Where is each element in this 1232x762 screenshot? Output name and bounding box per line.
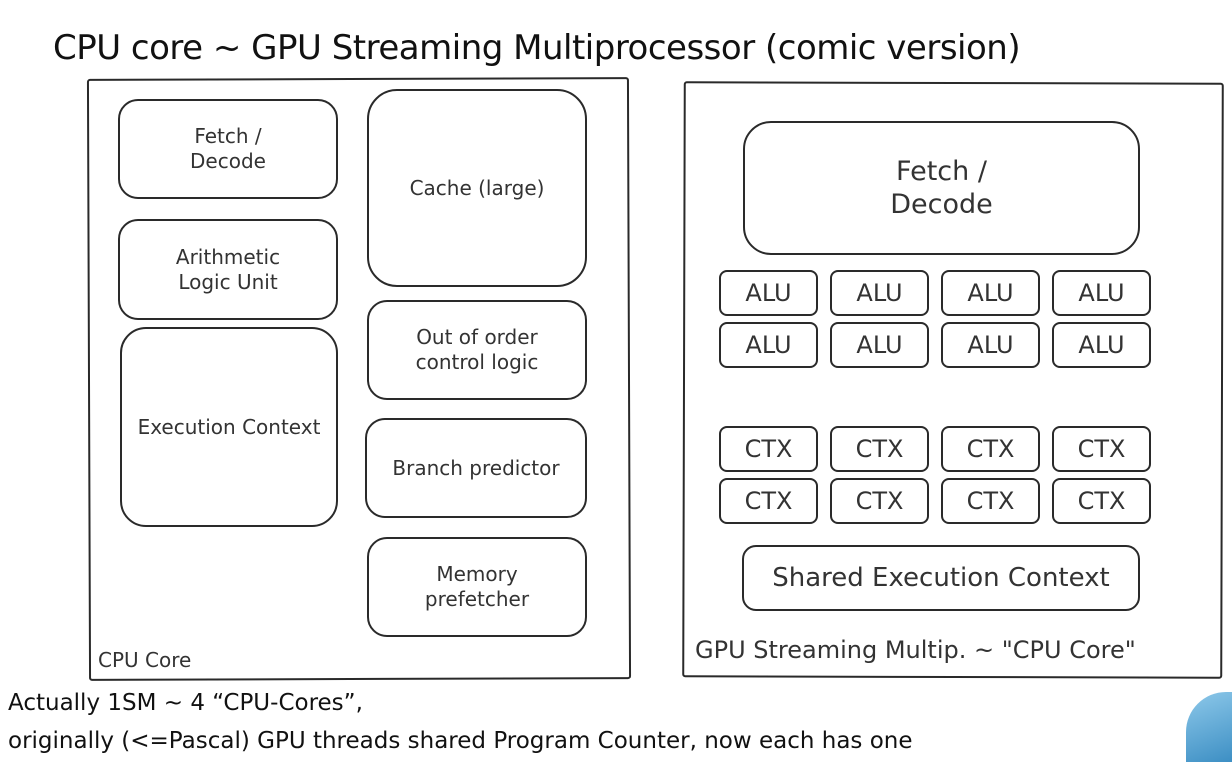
- presenter-avatar: [1186, 692, 1232, 762]
- ctx-chip-6: CTX: [830, 478, 929, 524]
- cpu-cache-box: Cache (large): [367, 89, 587, 287]
- gpu-shared-execution-context-box: Shared Execution Context: [742, 545, 1140, 611]
- alu-chip-3: ALU: [941, 270, 1040, 316]
- slide-title: CPU core ~ GPU Streaming Multiprocessor …: [53, 28, 1021, 68]
- alu-chip-5: ALU: [719, 322, 818, 368]
- gpu-sm-label: GPU Streaming Multip. ~ "CPU Core": [695, 636, 1136, 664]
- cpu-branch-predictor-box: Branch predictor: [365, 418, 587, 518]
- ctx-chip-4: CTX: [1052, 426, 1151, 472]
- note-line-1: Actually 1SM ~ 4 “CPU-Cores”,: [8, 690, 363, 716]
- ctx-chip-1: CTX: [719, 426, 818, 472]
- ctx-chip-8: CTX: [1052, 478, 1151, 524]
- ctx-chip-5: CTX: [719, 478, 818, 524]
- alu-chip-8: ALU: [1052, 322, 1151, 368]
- gpu-fetch-decode-box: Fetch / Decode: [743, 121, 1140, 255]
- alu-chip-2: ALU: [830, 270, 929, 316]
- note-line-2: originally (<=Pascal) GPU threads shared…: [8, 728, 913, 754]
- ctx-chip-7: CTX: [941, 478, 1040, 524]
- cpu-out-of-order-box: Out of order control logic: [367, 300, 587, 400]
- alu-chip-1: ALU: [719, 270, 818, 316]
- alu-chip-4: ALU: [1052, 270, 1151, 316]
- cpu-alu-box: Arithmetic Logic Unit: [118, 219, 338, 320]
- ctx-chip-2: CTX: [830, 426, 929, 472]
- alu-chip-7: ALU: [941, 322, 1040, 368]
- cpu-memory-prefetcher-box: Memory prefetcher: [367, 537, 587, 637]
- ctx-chip-3: CTX: [941, 426, 1040, 472]
- cpu-fetch-decode-box: Fetch / Decode: [118, 99, 338, 199]
- cpu-core-label: CPU Core: [98, 648, 192, 672]
- cpu-execution-context-box: Execution Context: [120, 327, 338, 527]
- alu-chip-6: ALU: [830, 322, 929, 368]
